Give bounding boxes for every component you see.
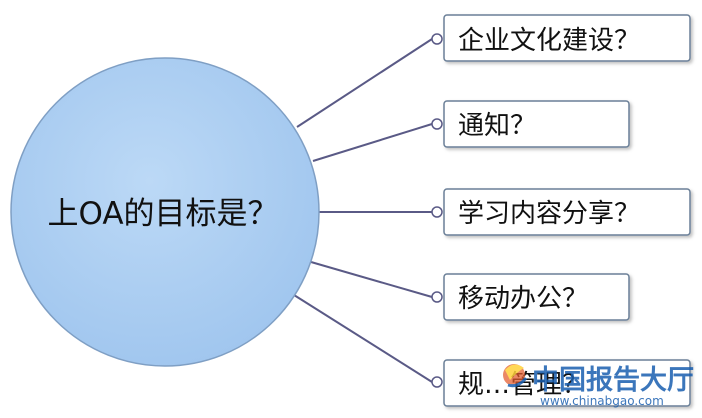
branch-node-1[interactable]: 企业文化建设？ [431, 14, 691, 62]
branch-box-4 [443, 273, 630, 321]
watermark-logo-icon [503, 364, 528, 388]
branch-connector-dot-4 [431, 291, 443, 303]
branch-node-2[interactable]: 通知？ [431, 100, 630, 148]
branch-label-4: 移动办公？ [458, 284, 588, 314]
branch-connector-dot-3 [431, 206, 443, 218]
connector-line-1 [296, 38, 433, 128]
branch-node-3[interactable]: 学习内容分享？ [431, 188, 691, 236]
connector-line-5 [293, 294, 433, 383]
branch-label-3: 学习内容分享？ [458, 199, 640, 229]
branch-box-1 [443, 14, 691, 62]
connector-line-2 [312, 123, 433, 162]
branch-connector-dot-5 [431, 376, 443, 388]
hub-circle [10, 57, 320, 367]
branch-connector-dot-2 [431, 118, 443, 130]
watermark-url: www.chinabgao.com [540, 394, 664, 408]
hub-label: 上OA的目标是？ [47, 196, 278, 232]
branch-box-2 [443, 100, 630, 148]
branch-node-4[interactable]: 移动办公？ [431, 273, 630, 321]
watermark: 中国报告大厅 www.chinabgao.com [503, 364, 694, 408]
branch-box-3 [443, 188, 691, 236]
watermark-brand: 中国报告大厅 [532, 365, 694, 396]
branch-connector-dot-1 [431, 33, 443, 45]
connectors [293, 38, 433, 383]
branch-label-2: 通知？ [458, 111, 536, 141]
branch-label-1: 企业文化建设？ [458, 26, 640, 56]
connector-line-4 [310, 261, 433, 298]
